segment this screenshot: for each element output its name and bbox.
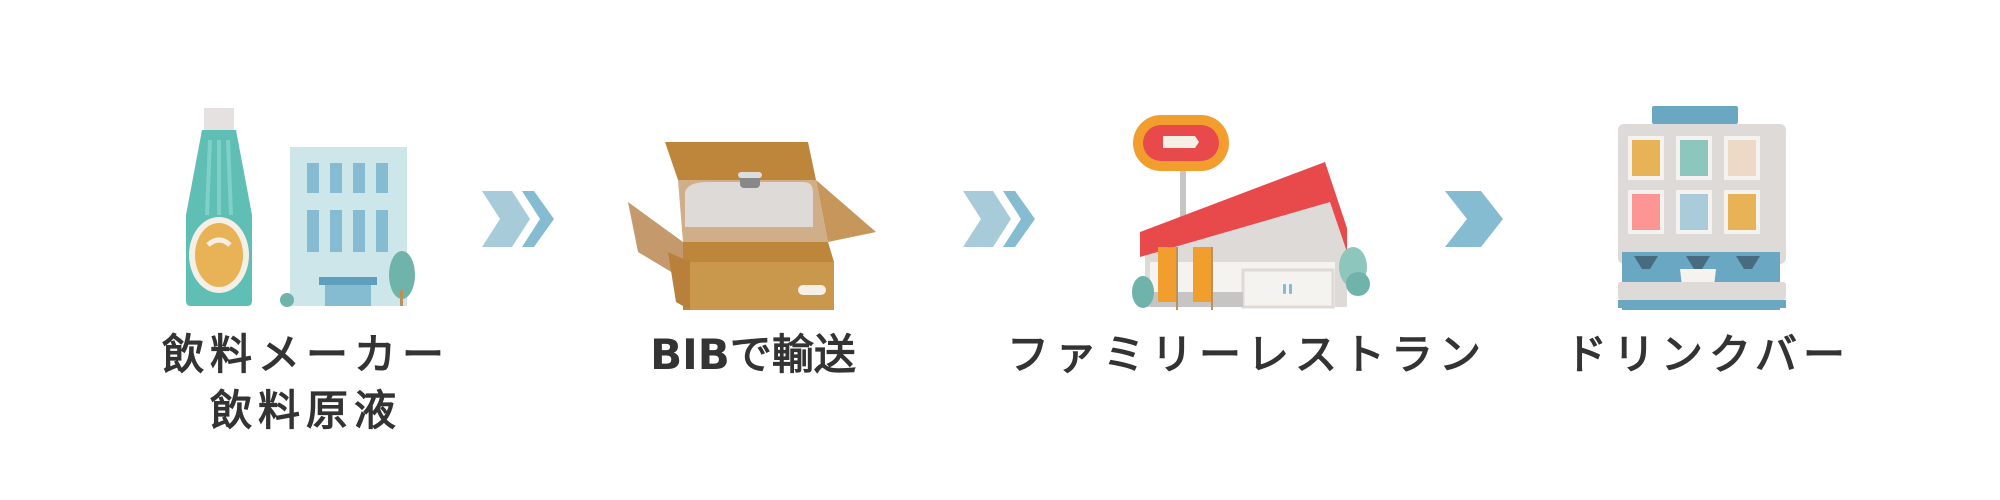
chevron-icon — [1445, 191, 1503, 247]
label-line: 飲料原液 — [209, 386, 403, 435]
step-manufacturer — [180, 105, 420, 314]
step-bib-label: BIBで輸送 — [650, 330, 856, 379]
step-restaurant — [1125, 112, 1375, 314]
step-manufacturer-label: 飲料メーカー 飲料原液 — [162, 327, 450, 439]
double-chevron-icon — [482, 191, 554, 247]
label-line: 飲料メーカー — [161, 330, 451, 379]
step-restaurant-label: ファミリーレストラン — [1006, 330, 1488, 379]
step-bib — [628, 142, 878, 314]
step-drink-bar-label: ドリンクバー — [1565, 330, 1851, 379]
restaurant-icon — [1132, 115, 1370, 310]
step-drink-bar — [1616, 106, 1788, 314]
bottle-and-factory-icon — [186, 108, 415, 307]
drink-dispenser-icon — [1618, 106, 1786, 310]
double-chevron-icon — [963, 191, 1035, 247]
bag-in-box-icon — [628, 142, 876, 310]
